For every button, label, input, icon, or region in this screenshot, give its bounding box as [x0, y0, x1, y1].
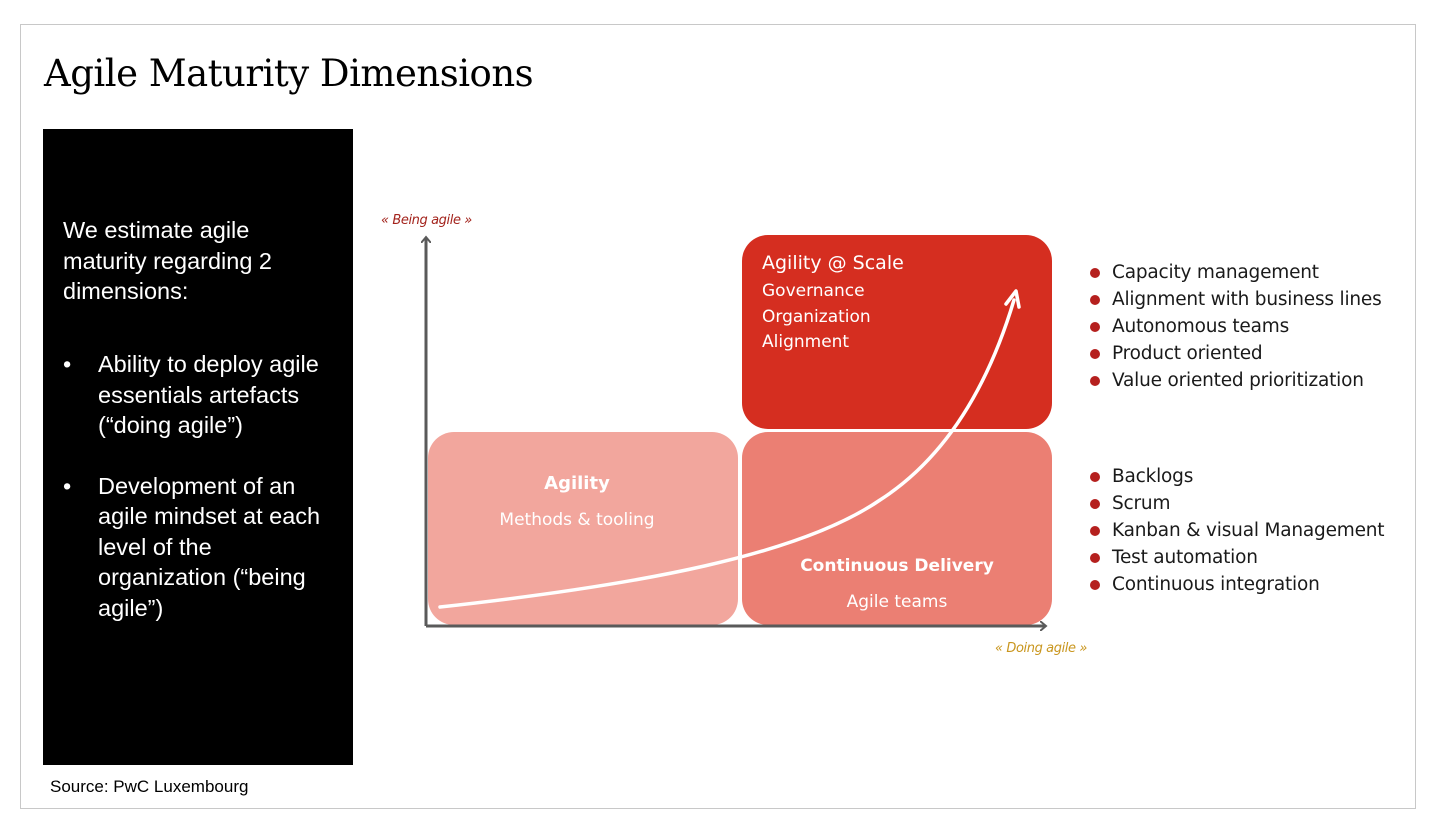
agility-subtitle: Methods & tooling: [499, 510, 654, 530]
page-title: Agile Maturity Dimensions: [44, 52, 534, 95]
list-item-text: Backlogs: [1112, 466, 1194, 487]
list-item: Backlogs: [1088, 463, 1384, 490]
bullet-icon: •: [63, 472, 72, 499]
bullet-dot-icon: [1090, 472, 1100, 482]
left-panel-point-text: Development of an agile mindset at each …: [98, 472, 321, 621]
delivery-bullet-list: Backlogs Scrum Kanban & visual Managemen…: [1088, 463, 1385, 598]
list-item: Product oriented: [1088, 340, 1382, 367]
list-item: Kanban & visual Management: [1088, 517, 1385, 544]
bullet-dot-icon: [1090, 499, 1100, 509]
left-panel-list: • Ability to deploy agile essentials art…: [63, 349, 343, 653]
growth-curve: [438, 298, 1016, 609]
bullet-dot-icon: [1090, 322, 1100, 332]
agility-scale-title: Agility @ Scale: [762, 252, 904, 274]
list-item: Autonomous teams: [1088, 313, 1382, 340]
continuous-delivery-box: [742, 432, 1052, 625]
list-item-text: Test automation: [1112, 547, 1258, 568]
agility-scale-line: Alignment: [762, 332, 849, 352]
bullet-dot-icon: [1090, 349, 1100, 359]
agility-scale-box: [742, 235, 1052, 429]
left-panel-point: • Ability to deploy agile essentials art…: [63, 349, 343, 441]
bullet-dot-icon: [1090, 376, 1100, 386]
agility-scale-line: Governance: [762, 281, 865, 301]
list-item: Alignment with business lines: [1088, 286, 1382, 313]
left-panel: We estimate agile maturity regarding 2 d…: [43, 129, 353, 765]
source-note: Source: PwC Luxembourg: [50, 777, 249, 796]
bullet-icon: •: [63, 351, 72, 377]
bullet-dot-icon: [1090, 295, 1100, 305]
list-item-text: Alignment with business lines: [1112, 289, 1382, 310]
bullet-dot-icon: [1090, 553, 1100, 563]
list-item-text: Autonomous teams: [1112, 316, 1290, 337]
agility-scale-line: Organization: [762, 307, 871, 327]
list-item-text: Scrum: [1112, 493, 1171, 514]
list-item: Continuous integration: [1088, 571, 1384, 598]
list-item-text: Product oriented: [1112, 343, 1263, 364]
list-item-text: Capacity management: [1112, 262, 1319, 283]
continuous-delivery-subtitle: Agile teams: [847, 592, 948, 612]
left-panel-point: • Development of an agile mindset at eac…: [63, 471, 343, 624]
left-panel-point-text: Ability to deploy agile essentials artef…: [98, 351, 319, 438]
bullet-dot-icon: [1090, 268, 1100, 278]
bullet-dot-icon: [1090, 526, 1100, 536]
scale-bullet-list: Capacity management Alignment with busin…: [1088, 259, 1382, 394]
list-item: Value oriented prioritization: [1088, 367, 1382, 394]
list-item: Scrum: [1088, 490, 1384, 517]
list-item-text: Kanban & visual Management: [1112, 520, 1385, 541]
list-item: Test automation: [1088, 544, 1384, 571]
list-item-text: Value oriented prioritization: [1112, 370, 1364, 391]
y-axis-label: « Being agile »: [381, 213, 472, 228]
growth-curve-arrowhead: [1004, 289, 1021, 309]
list-item: Capacity management: [1088, 259, 1382, 286]
continuous-delivery-title: Continuous Delivery: [800, 556, 994, 576]
x-axis-label: « Doing agile »: [995, 641, 1087, 656]
left-panel-intro: We estimate agile maturity regarding 2 d…: [63, 217, 272, 304]
list-item-text: Continuous integration: [1112, 574, 1320, 595]
agility-title: Agility: [544, 473, 610, 494]
bullet-dot-icon: [1090, 580, 1100, 590]
